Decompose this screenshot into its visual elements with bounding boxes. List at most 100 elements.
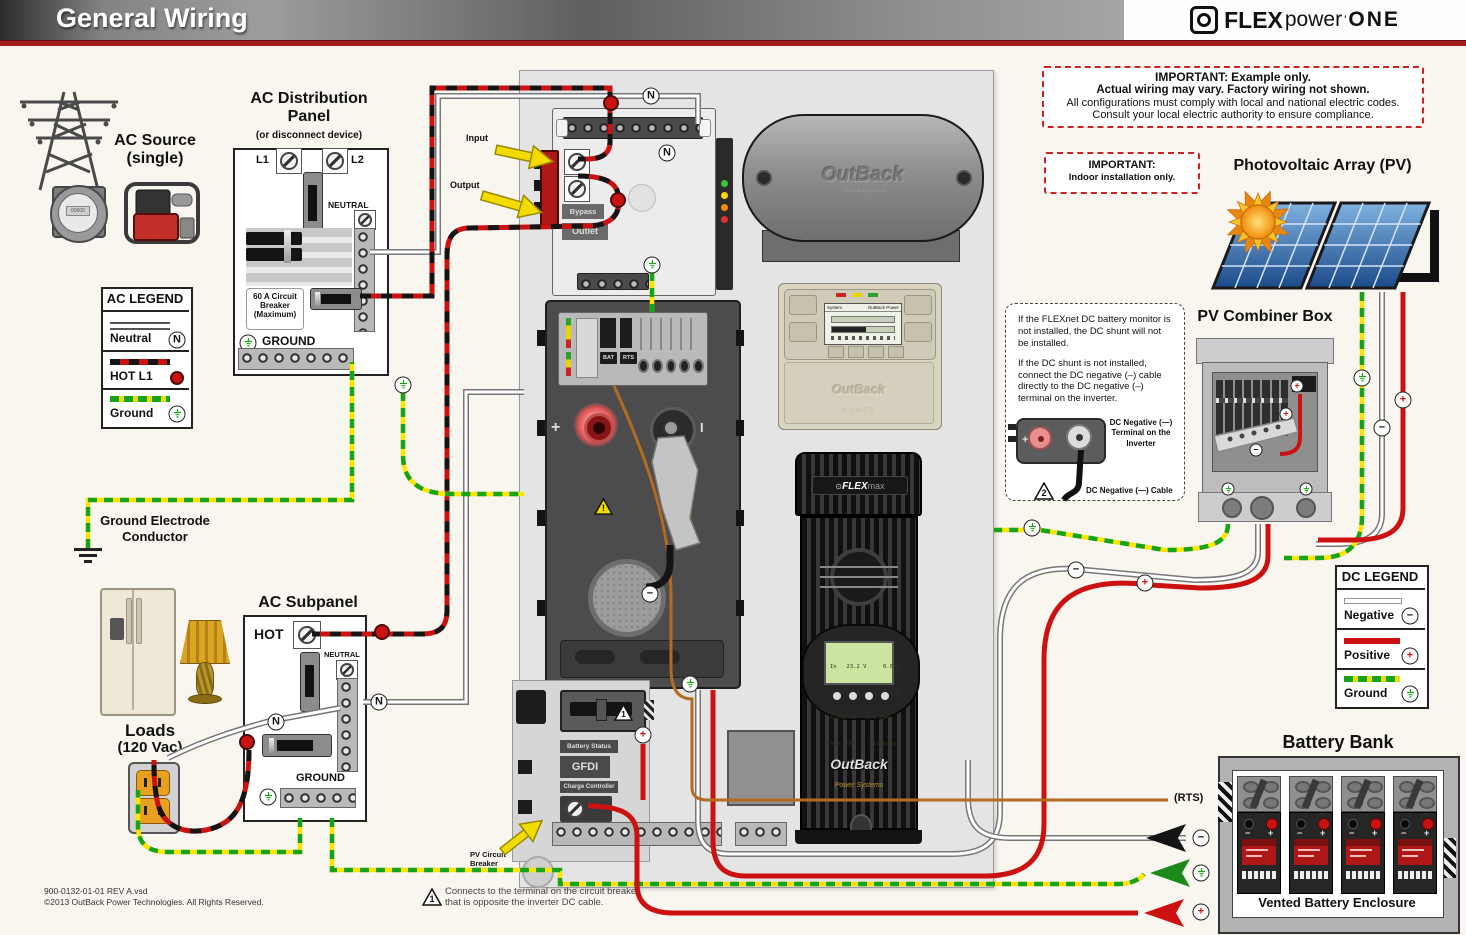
shunt-positive-post: [1028, 426, 1052, 450]
board-led-column-2: [566, 352, 571, 376]
input-terminal-screw: [564, 149, 590, 175]
brand-power: power: [1284, 8, 1343, 31]
dc-tab-l1: [537, 330, 545, 346]
svg-text:1: 1: [429, 894, 434, 904]
battery-2: −+: [1289, 776, 1333, 894]
ac-ground-strip: [577, 273, 649, 290]
mate3-btn-tr: [904, 295, 932, 315]
board-pin-rows: [640, 318, 700, 350]
dc-legend-positive-sample: [1344, 638, 1400, 644]
flexmax-lcd-line1: In 23.2 V 0.0 A: [830, 664, 900, 671]
ground-electrode-label-2: Conductor: [122, 529, 188, 544]
dist-ground-busbar: [238, 348, 354, 370]
combiner-ground-symbol-1: [1221, 482, 1235, 496]
board-led-column-1: [566, 318, 571, 348]
dist-l1-terminal: [276, 148, 302, 174]
combiner-knockout-3: [1296, 498, 1316, 518]
brand-logo: FLEX power ' ONE: [1124, 0, 1466, 40]
subpanel-title: AC Subpanel: [258, 594, 358, 611]
negative-node-dc: −: [641, 585, 659, 603]
subpanel-hot-terminal: [293, 621, 321, 649]
dc-slot-1: [575, 650, 615, 664]
bottom-terminal-strip: [552, 822, 722, 846]
flexmax-base: [795, 830, 922, 844]
warning-triangle-1-gfdi: 1: [614, 704, 633, 721]
pv-array-icon: [1210, 190, 1439, 290]
brand-one: ONE: [1348, 8, 1400, 31]
mate3-lcd-bar2: [831, 326, 895, 333]
transmission-tower-icon: [20, 91, 118, 191]
flexmax-btn-4: [881, 692, 889, 700]
battery-negative-symbol: −: [1192, 829, 1210, 847]
mate3-lcd-ticks: [831, 336, 895, 340]
neutral-node-top: N: [642, 87, 660, 105]
dc-legend-negative-sample: [1344, 598, 1402, 604]
flexmax-bottom-logo: OutBack Power Systems: [816, 756, 902, 790]
svg-text:2: 2: [1041, 488, 1046, 498]
combiner-pos-symbol-2: +: [1279, 407, 1293, 421]
dc-tab-r4: [736, 600, 744, 616]
flexmax-powersystems-logo: Power Systems: [834, 782, 884, 789]
dc-tab-l4: [537, 600, 545, 616]
dist-breaker-pair-2: [246, 248, 302, 261]
gfdi-output-terminal: [560, 796, 612, 822]
gfdi-tab-2: [518, 800, 532, 814]
header-divider: [0, 40, 1466, 46]
subpanel-ground-label: GROUND: [296, 772, 345, 784]
ac-legend-divider-2: [101, 350, 189, 352]
dist-breaker-pair-1: [246, 232, 302, 245]
mate3-embossed-sub: POWER: [842, 408, 876, 414]
flexnet-terminal-label: DC Negative (—) Terminal on the Inverter: [1109, 418, 1173, 448]
dist-neutral-screw: [354, 210, 376, 230]
breaker-note-line2: that is opposite the inverter DC cable.: [445, 897, 604, 908]
dc-tab-l2: [537, 420, 545, 436]
meter-register: 00000: [66, 206, 90, 216]
combiner-knockout-1: [1222, 498, 1242, 518]
gfdi-tab-1: [518, 760, 532, 774]
combiner-flange-top: [1196, 338, 1334, 364]
dc-legend-divider-1: [1335, 588, 1425, 590]
ground-rod-bar2: [79, 554, 97, 557]
led-yellow: [721, 192, 728, 199]
combiner-neg-symbol: −: [1249, 443, 1263, 457]
dc-positive-symbol-legend: +: [1401, 647, 1419, 665]
flexmax-logo-max: max: [867, 481, 885, 491]
shunt-negative-post: [1066, 424, 1092, 450]
battery-positive-symbol: +: [1192, 903, 1210, 921]
dc-positive-terminal-center: [593, 422, 605, 434]
important-indoor-title: IMPORTANT:: [1088, 159, 1156, 171]
subpanel-ground-busbar: [280, 788, 356, 808]
warning-triangle-2: 2: [1034, 482, 1054, 500]
inverter-screw-right: [956, 170, 972, 186]
negative-node-pv: −: [1373, 419, 1391, 437]
ac-legend-hot-label: HOT L1: [110, 369, 153, 383]
positive-node-pv: +: [1394, 391, 1412, 409]
pv-circuit-breaker-label: PV Circuit Breaker: [470, 850, 506, 868]
dist-neutral-label: NEUTRAL: [328, 200, 369, 210]
battery-bank-title: Battery Bank: [1282, 732, 1394, 752]
board-connector-2: [620, 318, 632, 348]
flexmax-logo-plate: ⊙FLEXmax: [812, 476, 908, 495]
negative-cable-arrow: [1146, 824, 1186, 852]
ac-legend-neutral-label: Neutral: [110, 331, 152, 345]
subpanel-load-breaker: [262, 734, 332, 757]
ground-electrode-label-1: Ground Electrode: [100, 513, 210, 528]
subpanel-ground-symbol: [259, 788, 277, 806]
ac-legend-divider-3: [101, 388, 189, 390]
mate3-lcd: System OutBack Power: [824, 303, 902, 345]
important-main-title: IMPORTANT:: [1155, 70, 1229, 84]
inverter-logo: OutBack: [821, 163, 905, 186]
brand-tm: ': [1344, 13, 1347, 27]
flexmax-outback-logo: OutBack: [830, 756, 888, 772]
mate3-led-red: [836, 293, 846, 297]
conduit-box: [727, 730, 795, 806]
dc-legend-negative-label: Negative: [1344, 608, 1395, 622]
gfdi-breaker-toggle: [596, 699, 607, 721]
battery-1: −+: [1237, 776, 1281, 894]
dc-legend-divider-3: [1335, 668, 1425, 670]
ac-legend-ground-label: Ground: [110, 406, 154, 420]
output-label: Output: [450, 180, 480, 190]
subpanel-main-breaker: [300, 652, 320, 712]
mate3-embossed-logo: OutBack: [832, 382, 886, 397]
ac-legend-title: AC LEGEND: [106, 291, 184, 306]
